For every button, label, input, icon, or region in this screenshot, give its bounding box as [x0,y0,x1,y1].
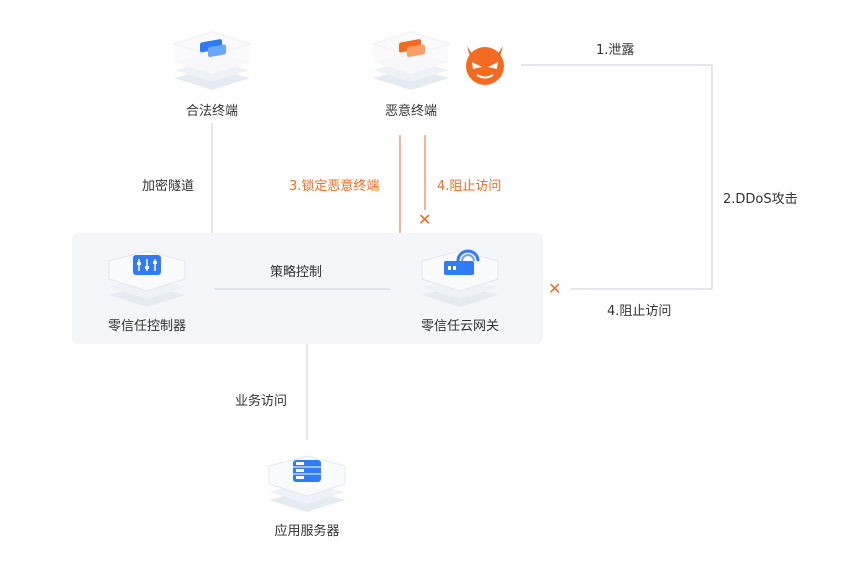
x-mark-icon: ✕ [548,279,562,298]
zt-controller-node: 零信任控制器 [92,247,202,334]
terminal-icon [371,30,451,90]
lock-malicious-label: 3.锁定恶意终端 [289,179,380,194]
malicious-terminal-label: 恶意终端 [384,104,437,119]
malicious-terminal-node: 恶意终端 [356,26,466,119]
controller-icon [108,250,186,307]
devil-face-icon [466,46,504,85]
legit-terminal-node: 合法终端 [157,26,267,119]
legit-terminal-label: 合法终端 [185,104,238,119]
zt-gateway-label: 零信任云网关 [420,319,499,334]
business-access-label: 业务访问 [235,394,288,409]
encrypted-tunnel-label: 加密隧道 [142,179,195,194]
x-mark-icon: ✕ [418,210,432,229]
server-icon [268,455,346,512]
terminal-icon [172,30,252,90]
policy-control-label: 策略控制 [270,265,323,280]
app-server-node: 应用服务器 [252,450,362,539]
app-server-label: 应用服务器 [274,524,340,539]
leak-ddos-line [521,64,713,290]
block-access-right-label: 4.阻止访问 [607,304,672,319]
ddos-label: 2.DDoS攻击 [723,192,798,207]
block-access-top-label: 4.阻止访问 [437,179,502,194]
zt-controller-label: 零信任控制器 [107,319,186,334]
gateway-icon [421,249,499,307]
leak-label: 1.泄露 [596,43,635,58]
zt-gateway-node: 零信任云网关 [405,247,515,334]
